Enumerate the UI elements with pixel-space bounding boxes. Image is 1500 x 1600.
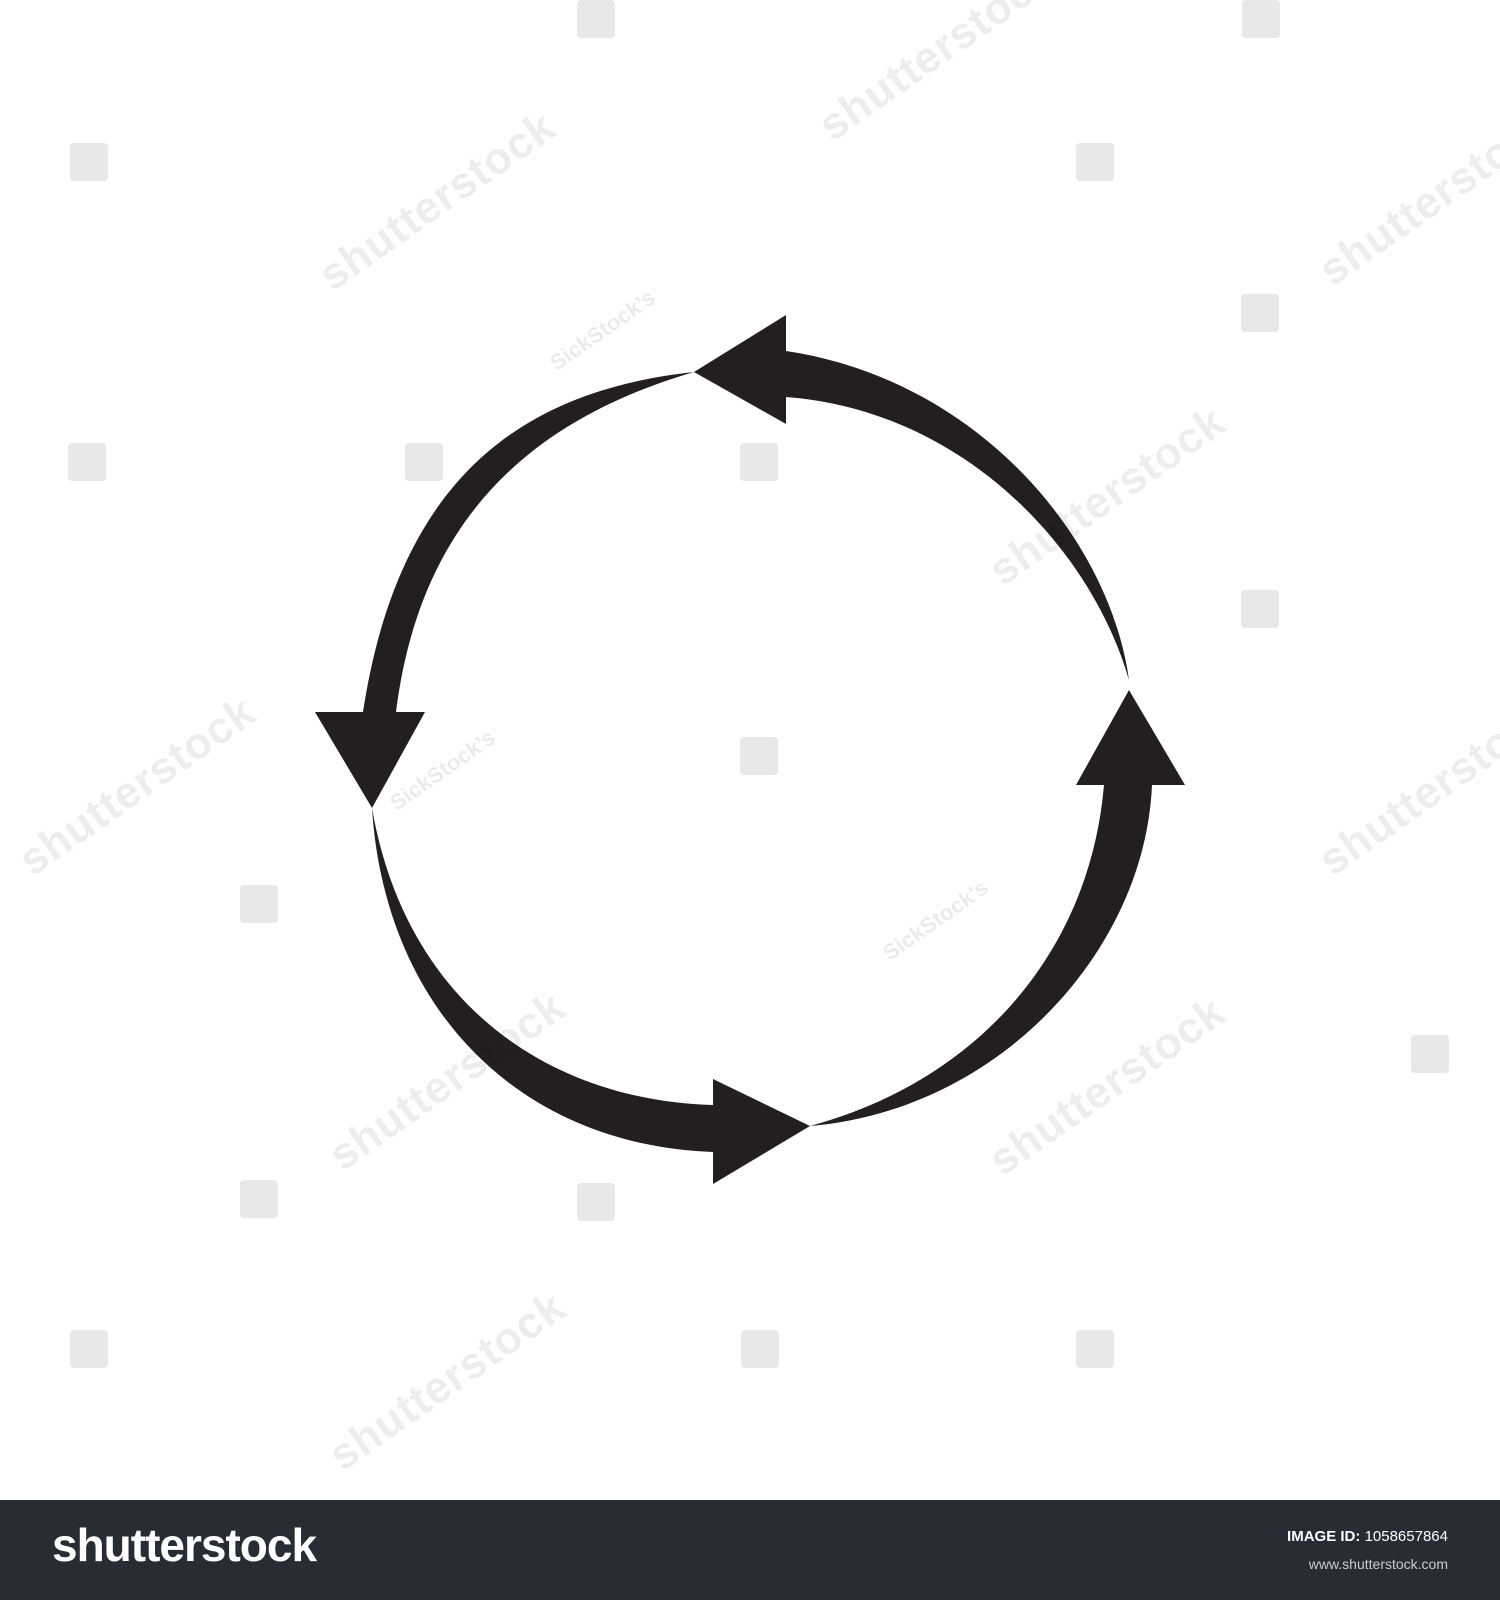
image-id-value: 1058657864 <box>1364 1528 1448 1545</box>
image-id-line: IMAGE ID: 1058657864 <box>1287 1528 1448 1545</box>
cycle-arrows-illustration <box>315 315 1185 1184</box>
arrow-left-down-icon <box>315 372 694 808</box>
stock-footer-bar: shutterstock IMAGE ID: 1058657864 www.sh… <box>0 1500 1500 1600</box>
arrow-right-up-icon <box>810 690 1185 1126</box>
arrow-bottom-right-icon <box>372 808 810 1184</box>
site-url-link[interactable]: www.shutterstock.com <box>1308 1556 1448 1572</box>
footer-logo[interactable]: shutterstock <box>52 1519 317 1571</box>
arrow-top-left-icon <box>694 315 1129 680</box>
image-id-label: IMAGE ID: <box>1287 1528 1361 1545</box>
